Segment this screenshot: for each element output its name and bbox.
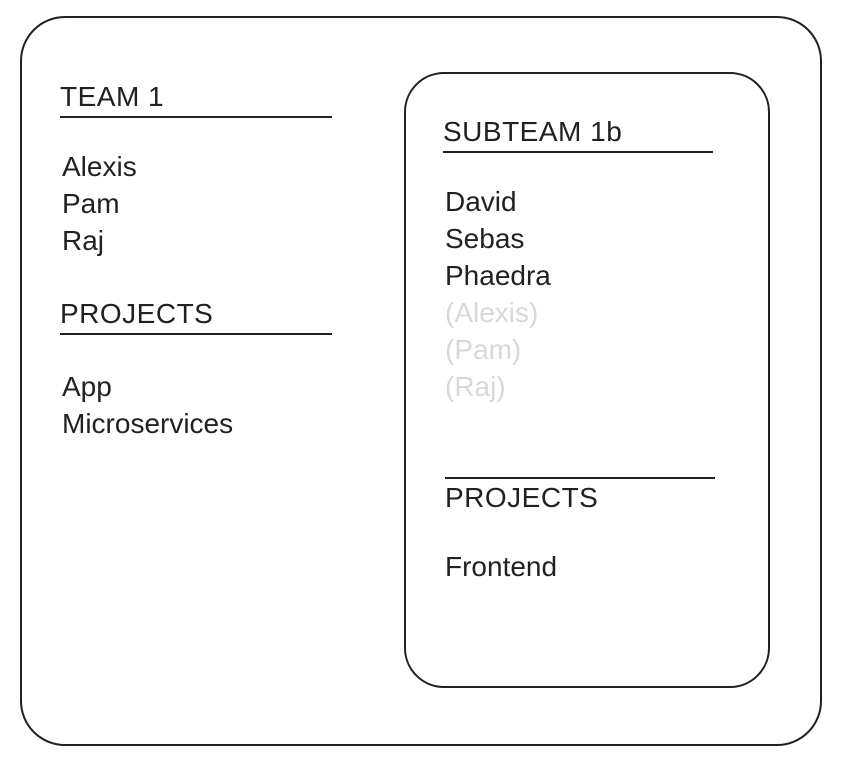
team-members-list: Alexis Pam Raj <box>62 148 137 259</box>
team-projects-title: PROJECTS <box>60 297 332 335</box>
subteam-member: Sebas <box>445 223 525 254</box>
subteam-box <box>404 72 770 688</box>
team-project: Microservices <box>62 408 234 439</box>
subteam-member: Phaedra <box>445 260 551 291</box>
team-box <box>20 16 822 746</box>
subteam-title: SUBTEAM 1b <box>443 115 713 153</box>
subteam-inherited-member: (Alexis) <box>445 297 539 328</box>
subteam-inherited-member: (Raj) <box>445 371 506 402</box>
subteam-inherited-members-list: (Alexis) (Pam) (Raj) <box>445 294 538 405</box>
subteam-projects-title: PROJECTS <box>445 477 715 515</box>
subteam-project: Frontend <box>445 551 558 582</box>
subteam-members-list: David Sebas Phaedra <box>445 183 551 294</box>
team-member: Alexis <box>62 151 137 182</box>
team-member: Raj <box>62 225 105 256</box>
team-project: App <box>62 371 112 402</box>
subteam-inherited-member: (Pam) <box>445 334 522 365</box>
team-member: Pam <box>62 188 120 219</box>
team-projects-list: App Microservices <box>62 368 233 442</box>
subteam-member: David <box>445 186 517 217</box>
team-title: TEAM 1 <box>60 80 332 118</box>
subteam-projects-list: Frontend <box>445 548 557 585</box>
